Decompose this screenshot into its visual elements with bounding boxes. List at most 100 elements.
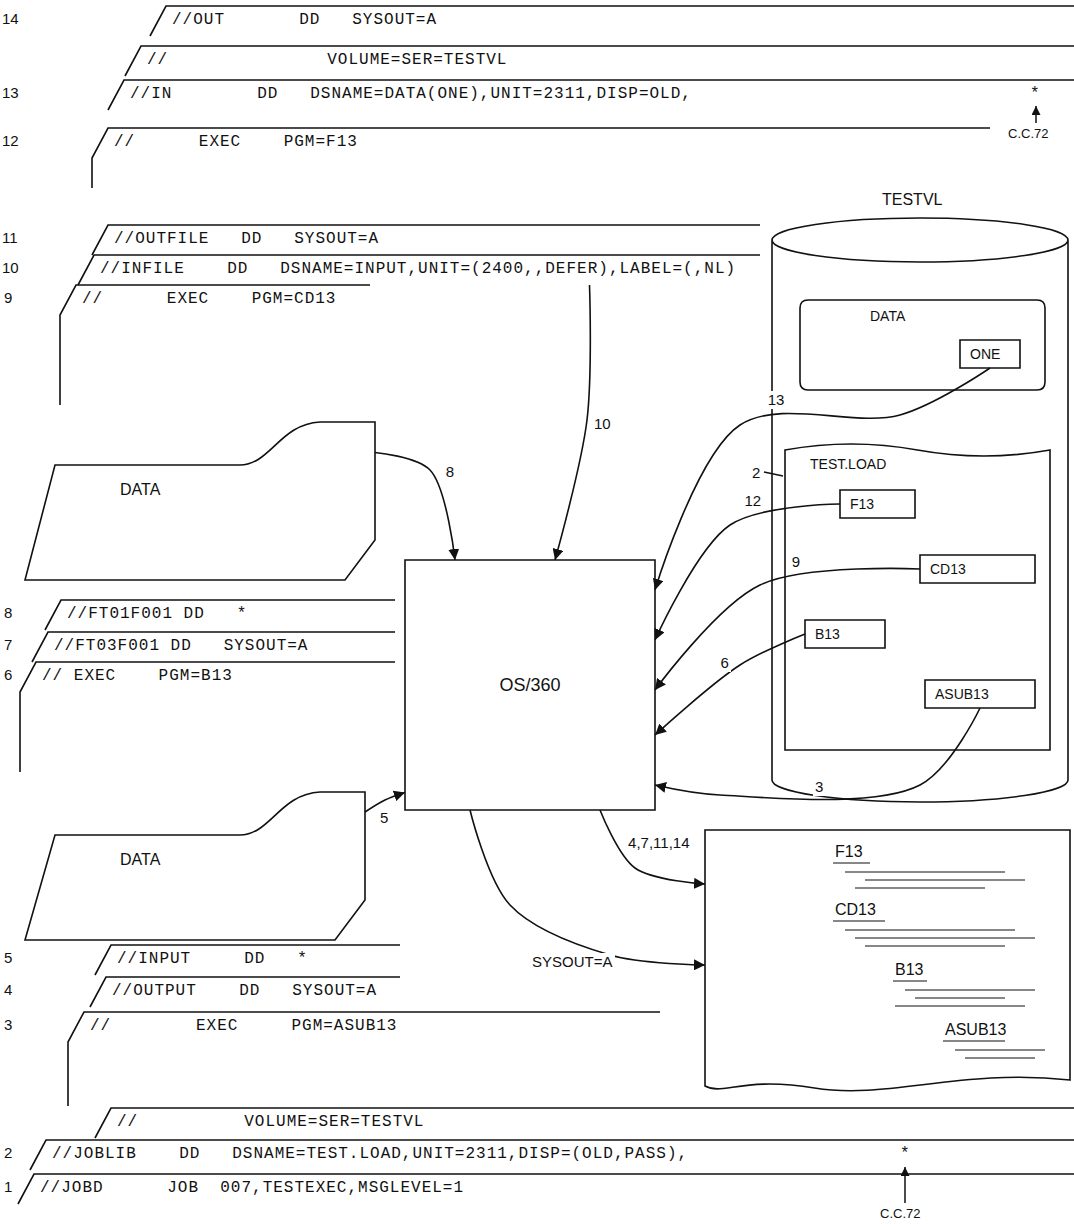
card-number: 9 — [4, 288, 12, 308]
listing-heading: ASUB13 — [945, 1020, 1006, 1040]
jcl-statement: //INPUT DD * — [117, 949, 308, 969]
member-box: F13 — [840, 490, 915, 518]
card-outline — [20, 662, 395, 772]
arrow-number: 5 — [378, 809, 390, 827]
jcl-statement: //OUTPUT DD SYSOUT=A — [112, 981, 377, 1001]
jcl-statement: // VOLUME=SER=TESTVL — [117, 1112, 424, 1132]
card-deck: DATA — [25, 410, 375, 580]
card-number: 11 — [2, 228, 18, 248]
punched-card: // VOLUME=SER=TESTVL — [125, 46, 1074, 76]
card-number: 1 — [4, 1177, 12, 1197]
column-note: C.C.72 — [1008, 126, 1048, 141]
card-number: 2 — [4, 1143, 12, 1163]
box-outline — [840, 490, 915, 518]
listing-heading: CD13 — [835, 900, 876, 920]
member-name: ASUB13 — [935, 684, 989, 704]
flow-arrow — [600, 810, 705, 884]
listing-line — [833, 920, 885, 921]
deck-outline — [25, 792, 365, 940]
system-box: OS/360 — [405, 560, 655, 810]
column-note: C.C.72 — [880, 1206, 920, 1221]
box-outline — [925, 680, 1035, 708]
card-outline — [45, 600, 395, 630]
arrow-number: 9 — [790, 553, 802, 571]
listing-line — [895, 1005, 1025, 1006]
disk-volume: TESTVL DATA ONE TEST.LOAD F13CD13B13ASUB13 — [770, 190, 1070, 805]
card-number: 10 — [2, 258, 19, 278]
box-outline — [405, 560, 655, 810]
card-number: 8 — [4, 603, 12, 623]
punched-card: // EXEC PGM=CD13 — [60, 285, 370, 405]
listing-line — [943, 1040, 1005, 1041]
listing-line — [915, 997, 1005, 998]
flow-arrow — [655, 368, 990, 590]
callout-leader — [764, 472, 783, 476]
page-outline — [705, 830, 1070, 1091]
jcl-statement: * — [1030, 84, 1041, 104]
listing-line — [865, 945, 1005, 946]
listing-line — [855, 887, 985, 888]
shape-outline — [25, 410, 375, 580]
punched-card: //OUTPUT DD SYSOUT=A — [90, 977, 400, 1007]
flow-arrow — [555, 285, 590, 560]
punched-card: // EXEC PGM=B13 — [20, 662, 395, 772]
card-number: 6 — [4, 665, 12, 685]
member-box: ONE — [960, 340, 1020, 368]
card-number: 13 — [2, 83, 19, 103]
listing-line — [855, 937, 1035, 938]
punched-card: //INPUT DD * — [95, 945, 400, 975]
member-name: CD13 — [930, 559, 966, 579]
jcl-statement: // EXEC PGM=F13 — [114, 132, 358, 152]
listing-line — [845, 871, 1005, 872]
dataset: DATA ONE — [800, 300, 1045, 390]
system-label: OS/360 — [500, 675, 561, 695]
dataset-outline — [800, 300, 1045, 390]
jcl-statement: //IN DD DSNAME=DATA(ONE),UNIT=2311,DISP=… — [130, 84, 692, 104]
member-box: ASUB13 — [925, 680, 1035, 708]
library-name: TEST.LOAD — [810, 454, 886, 474]
punched-card: // EXEC PGM=ASUB13 — [68, 1012, 660, 1106]
jcl-statement: // EXEC PGM=ASUB13 — [90, 1016, 397, 1036]
punched-card: // EXEC PGM=F13 — [92, 128, 990, 188]
member-box: B13 — [805, 620, 885, 648]
jcl-statement: //JOBLIB DD DSNAME=TEST.LOAD,UNIT=2311,D… — [52, 1144, 688, 1164]
listing-line — [955, 1049, 1045, 1050]
card-outline — [18, 1174, 1074, 1204]
punched-card: //IN DD DSNAME=DATA(ONE),UNIT=2311,DISP=… — [108, 80, 1074, 110]
listing-line — [833, 862, 870, 863]
listing-line — [965, 1057, 1035, 1058]
card-outline — [150, 6, 1074, 36]
card-outline — [125, 46, 1074, 76]
column-pointer — [904, 1167, 906, 1203]
deck-label: DATA — [120, 480, 160, 500]
dataset-name: DATA — [870, 306, 905, 326]
card-number: 14 — [2, 9, 19, 29]
volume-label: TESTVL — [882, 190, 942, 210]
card-outline — [92, 225, 760, 255]
deck-outline — [25, 422, 375, 580]
flow-arrow — [470, 810, 705, 965]
listing-heading: B13 — [895, 960, 923, 980]
punched-card: //OUT DD SYSOUT=A — [150, 6, 1074, 36]
arrow-number: 3 — [813, 778, 825, 796]
arrow-number: 4,7,11,14 — [626, 834, 691, 852]
member-name: F13 — [850, 494, 874, 514]
member-name: ONE — [970, 344, 1000, 364]
jcl-statement: //JOBD JOB 007,TESTEXEC,MSGLEVEL=1 — [40, 1178, 464, 1198]
printout: F13CD13B13ASUB13 — [705, 830, 1070, 1100]
deck-label: DATA — [120, 850, 160, 870]
jcl-statement: //FT01F001 DD * — [67, 604, 247, 624]
jcl-statement: // EXEC PGM=B13 — [42, 666, 233, 686]
card-number: 3 — [4, 1015, 12, 1035]
shape-outline — [785, 440, 1050, 750]
arrow-number: 10 — [592, 415, 613, 433]
punched-card: //OUTFILE DD SYSOUT=A — [92, 225, 760, 255]
member-name: B13 — [815, 624, 840, 644]
jcl-statement: //FT03F001 DD SYSOUT=A — [54, 636, 308, 656]
flow-arrow — [655, 708, 980, 800]
jcl-statement: // VOLUME=SER=TESTVL — [147, 50, 507, 70]
box-outline — [960, 340, 1020, 368]
card-outline — [32, 632, 395, 662]
listing-line — [893, 980, 927, 981]
punched-card: //JOBD JOB 007,TESTEXEC,MSGLEVEL=1 — [18, 1174, 1074, 1204]
